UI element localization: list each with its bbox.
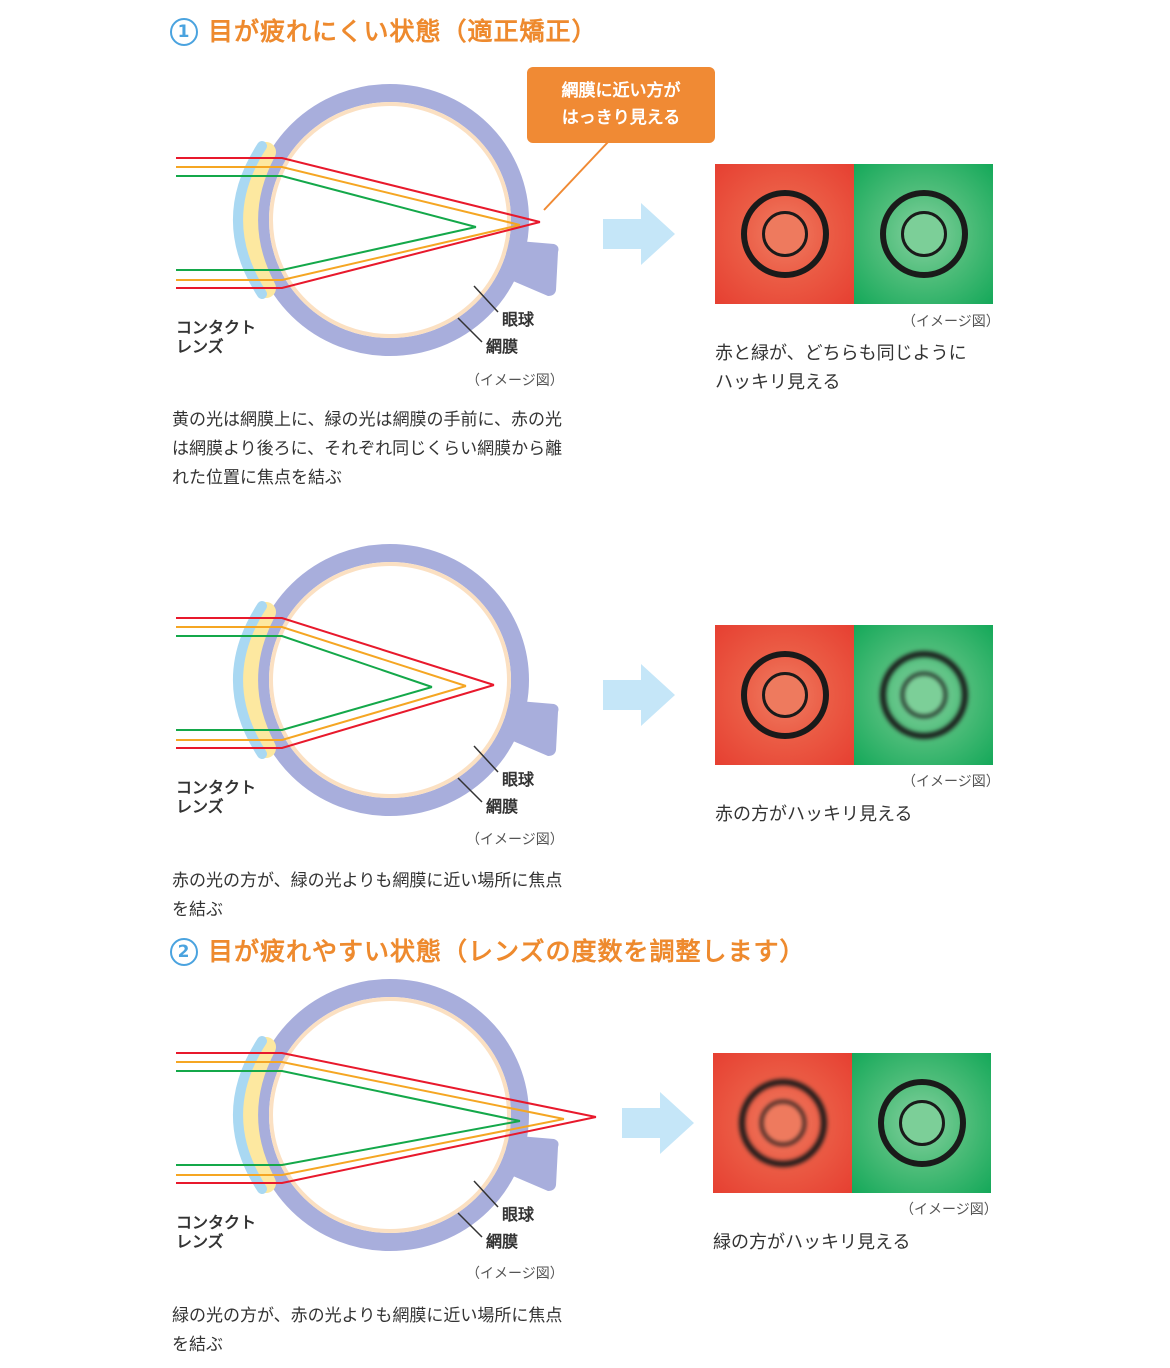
panel-caption-2: （イメージ図） <box>902 774 1000 790</box>
eyeball-label: 眼球 <box>502 770 535 789</box>
section1-number: 1 <box>170 18 198 46</box>
ray-green-top <box>176 1070 521 1122</box>
arrow-right-icon <box>622 1092 694 1154</box>
green-target-half <box>854 625 993 765</box>
eyeball-pointer <box>473 1180 499 1208</box>
ray-red-top <box>176 617 495 686</box>
callout-box: 網膜に近い方が はっきり見える <box>527 67 715 143</box>
ray-green-bottom <box>176 686 433 731</box>
retina-pointer <box>457 317 483 343</box>
panel-caption-1: （イメージ図） <box>902 314 1000 330</box>
ray-red-top <box>176 1052 597 1118</box>
eye-caption-3: （イメージ図） <box>466 1266 564 1282</box>
retina-label: 網膜 <box>486 797 519 816</box>
ray-orange-top <box>176 626 467 687</box>
eye-diagram-3 <box>176 979 597 1251</box>
contact-lens <box>233 601 267 759</box>
eye-diagram-2 <box>176 544 559 816</box>
red-target-half <box>715 625 854 765</box>
ray-orange-bottom <box>176 224 521 281</box>
retina-label: 網膜 <box>486 337 519 356</box>
green-target-half <box>854 164 993 304</box>
ray-red-bottom <box>176 221 541 289</box>
retina-line <box>269 102 511 338</box>
target-panel-1 <box>715 164 993 304</box>
red-target <box>740 651 829 739</box>
ray-green-bottom <box>176 1120 521 1166</box>
arrow-right-icon <box>603 664 675 726</box>
section2-number: 2 <box>170 938 198 966</box>
ray-orange-top <box>176 1061 565 1120</box>
eyeball-wall <box>251 84 529 356</box>
callout-pointer <box>543 141 609 211</box>
ray-orange-top <box>176 166 521 226</box>
panel-caption-3: （イメージ図） <box>900 1202 998 1218</box>
target-panel-3 <box>713 1053 991 1193</box>
eye-caption-1: （イメージ図） <box>466 373 564 389</box>
retina-pointer <box>457 1212 483 1238</box>
eyeball-label: 眼球 <box>502 1205 535 1224</box>
retina-pointer <box>457 777 483 803</box>
retina-line <box>269 997 511 1233</box>
target-panel-2 <box>715 625 993 765</box>
section2-title: 目が疲れやすい状態（レンズの度数を調整します） <box>208 937 806 966</box>
section1-title: 目が疲れにくい状態（適正矯正） <box>208 17 598 46</box>
contact-lens-label: コンタクト レンズ <box>176 1213 257 1251</box>
contact-lens <box>233 1036 267 1194</box>
eyeball-pointer <box>473 285 499 313</box>
eyeball-pointer <box>473 745 499 773</box>
green-target <box>877 1079 966 1167</box>
contact-lens-label: コンタクト レンズ <box>176 318 257 356</box>
red-target <box>740 190 829 278</box>
ray-green-top <box>176 175 477 228</box>
result-2: 赤の方がハッキリ見える <box>715 804 913 825</box>
description-3: 緑の光の方が、赤の光よりも網膜に近い場所に焦点を結ぶ <box>172 1306 563 1355</box>
green-target <box>879 190 968 278</box>
red-target-half <box>713 1053 852 1193</box>
arrow-right-icon <box>603 203 675 265</box>
contact-lens <box>233 141 267 299</box>
ray-orange-bottom <box>176 685 467 741</box>
description-2: 赤の光の方が、緑の光よりも網膜に近い場所に焦点を結ぶ <box>172 871 563 920</box>
ray-red-top <box>176 157 541 223</box>
result-1: 赤と緑が、どちらも同じように ハッキリ見える <box>715 343 967 393</box>
contact-lens-label: コンタクト レンズ <box>176 778 257 816</box>
eye-caption-2: （イメージ図） <box>466 832 564 848</box>
section1-heading: 1 目が疲れにくい状態（適正矯正） <box>170 12 598 48</box>
retina-label: 網膜 <box>486 1232 519 1251</box>
section2-heading: 2 目が疲れやすい状態（レンズの度数を調整します） <box>170 932 806 968</box>
eye-diagram-1 <box>176 84 559 356</box>
red-target-half <box>715 164 854 304</box>
ray-red-bottom <box>176 1116 597 1184</box>
eyeball-wall <box>251 979 529 1251</box>
ray-green-bottom <box>176 226 477 271</box>
green-target-half <box>852 1053 991 1193</box>
ray-orange-bottom <box>176 1118 565 1176</box>
retina-line <box>269 562 511 798</box>
result-3: 緑の方がハッキリ見える <box>713 1232 911 1253</box>
eyeball-wall <box>251 544 529 816</box>
description-1: 黄の光は網膜上に、緑の光は網膜の手前に、赤の光は網膜より後ろに、それぞれ同じくら… <box>172 410 563 488</box>
green-target-blurred <box>879 651 968 739</box>
ray-green-top <box>176 635 433 688</box>
red-target-blurred <box>738 1079 827 1167</box>
eyeball-label: 眼球 <box>502 310 535 329</box>
ray-red-bottom <box>176 684 495 749</box>
